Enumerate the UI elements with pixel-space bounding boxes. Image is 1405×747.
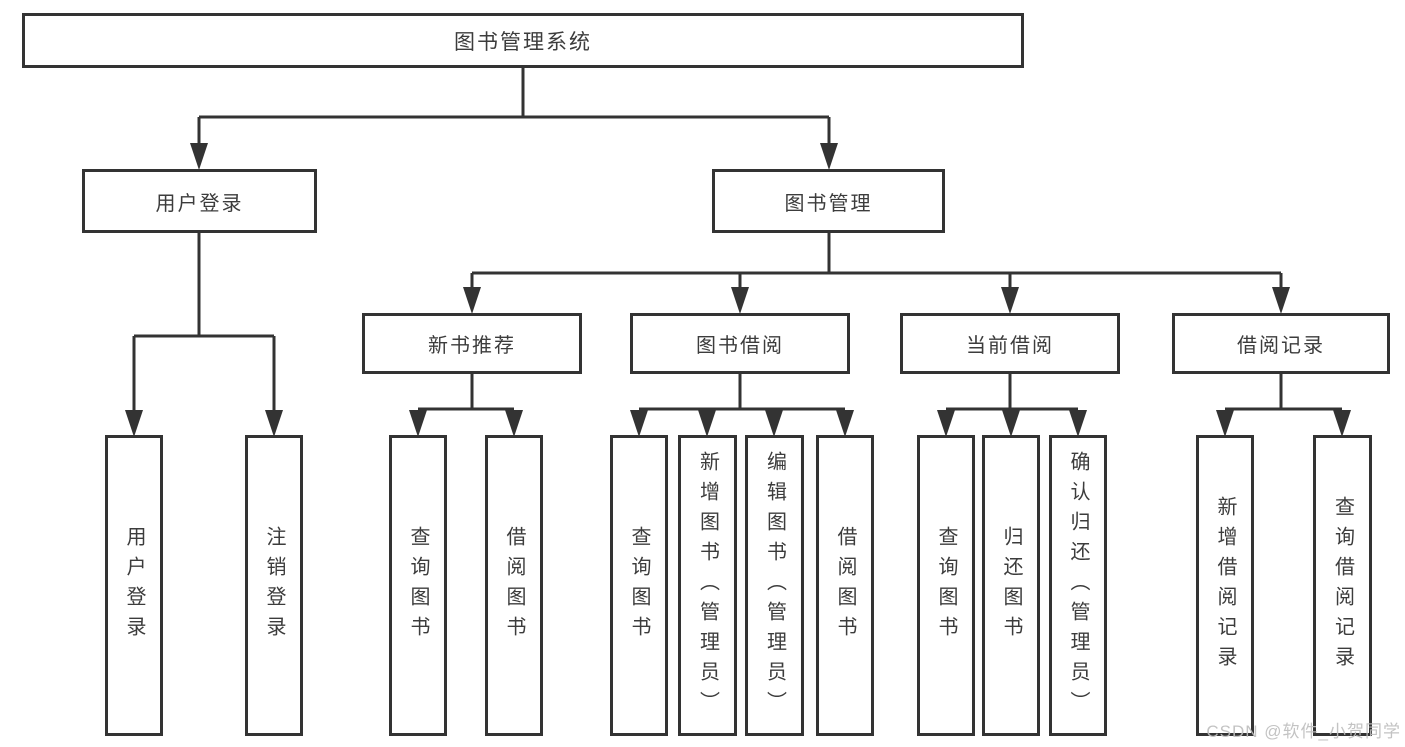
node-library-management-system: 图书管理系统: [22, 13, 1024, 68]
node-user-login-branch: 用户登录: [82, 169, 317, 233]
node-label: 借阅图书: [503, 525, 525, 646]
node-label: 查询图书: [407, 525, 429, 646]
node-label: 查询借阅记录: [1331, 495, 1354, 676]
csdn-watermark: CSDN @软件_小贺同学: [1206, 722, 1401, 741]
node-label: 查询图书: [628, 525, 650, 646]
node-current-borrowing: 当前借阅: [900, 313, 1120, 374]
leaf-query-books: 查询图书: [389, 435, 447, 736]
leaf-user-login: 用户登录: [105, 435, 163, 736]
node-book-borrowing: 图书借阅: [630, 313, 850, 374]
node-label: 图书管理: [784, 192, 873, 215]
connector-lines: [132, 66, 1342, 412]
leaf-edit-books-admin: 编辑图书（管理员）: [745, 435, 804, 736]
leaf-add-books-admin: 新增图书（管理员）: [678, 435, 737, 736]
node-label: 确认归还（管理员）: [1067, 450, 1089, 721]
node-label: 注销登录: [263, 525, 285, 646]
leaf-query-books: 查询图书: [917, 435, 975, 736]
leaf-borrow-books: 借阅图书: [816, 435, 874, 736]
leaf-add-borrow-record: 新增借阅记录: [1196, 435, 1254, 736]
leaf-query-books: 查询图书: [610, 435, 668, 736]
node-label: 用户登录: [155, 192, 244, 215]
connector-arrowheads: [125, 143, 1351, 437]
leaf-return-books: 归还图书: [982, 435, 1040, 736]
node-new-book-recommendation: 新书推荐: [362, 313, 582, 374]
node-label: 当前借阅: [966, 335, 1054, 357]
node-borrowing-records: 借阅记录: [1172, 313, 1390, 374]
leaf-borrow-books: 借阅图书: [485, 435, 543, 736]
node-label: 新书推荐: [428, 335, 516, 357]
node-label: 借阅图书: [834, 525, 856, 646]
node-label: 查询图书: [935, 525, 957, 646]
node-label: 新增图书（管理员）: [696, 450, 719, 721]
node-label: 图书借阅: [696, 335, 784, 357]
leaf-confirm-return-admin: 确认归还（管理员）: [1049, 435, 1107, 736]
leaf-query-borrow-record: 查询借阅记录: [1313, 435, 1372, 736]
node-label: 图书管理系统: [454, 30, 592, 54]
node-label: 借阅记录: [1237, 335, 1325, 357]
node-label: 编辑图书（管理员）: [763, 450, 786, 721]
leaf-logout: 注销登录: [245, 435, 303, 736]
node-label: 新增借阅记录: [1214, 495, 1236, 676]
node-label: 归还图书: [1000, 525, 1022, 646]
node-book-management-branch: 图书管理: [712, 169, 945, 233]
node-label: 用户登录: [123, 525, 145, 646]
